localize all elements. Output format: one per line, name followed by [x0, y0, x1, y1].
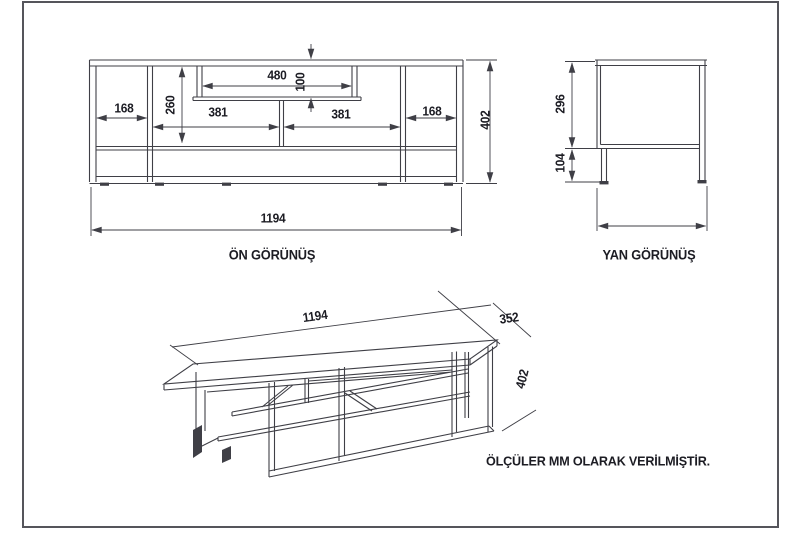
- dim-leg-height: 104: [552, 153, 568, 173]
- dim-shelf-left: 381: [208, 104, 228, 120]
- dim-body-height: 296: [552, 94, 568, 114]
- dim-shelf-right: 381: [331, 106, 351, 122]
- side-view-feet: [599, 180, 707, 185]
- iso-dim-depth: 352: [498, 309, 520, 327]
- dim-total-width: 1194: [260, 210, 286, 226]
- dim-left-compartment: 168: [114, 100, 134, 116]
- perspective-view-drawing: [161, 339, 499, 478]
- dim-right-compartment: 168: [422, 103, 442, 119]
- side-view-dimensions: [565, 61, 708, 231]
- front-view-drawing: [88, 59, 464, 186]
- sheet-border: [22, 1, 779, 528]
- dim-niche-width: 480: [267, 67, 287, 83]
- side-view-drawing: [595, 59, 707, 185]
- perspective-feet: [193, 425, 231, 463]
- dim-interior-height: 260: [162, 95, 178, 115]
- units-note: ÖLÇÜLER MM OLARAK VERİLMİŞTİR.: [486, 453, 710, 469]
- front-view-feet: [100, 182, 453, 186]
- side-view-title: YAN GÖRÜNÜŞ: [602, 247, 696, 263]
- perspective-dimension-lines: [169, 290, 537, 432]
- front-view-dimensions: [90, 44, 497, 236]
- front-view-title: ÖN GÖRÜNÜŞ: [228, 247, 316, 263]
- dim-total-height: 402: [477, 110, 493, 130]
- dim-niche-height: 100: [292, 72, 308, 92]
